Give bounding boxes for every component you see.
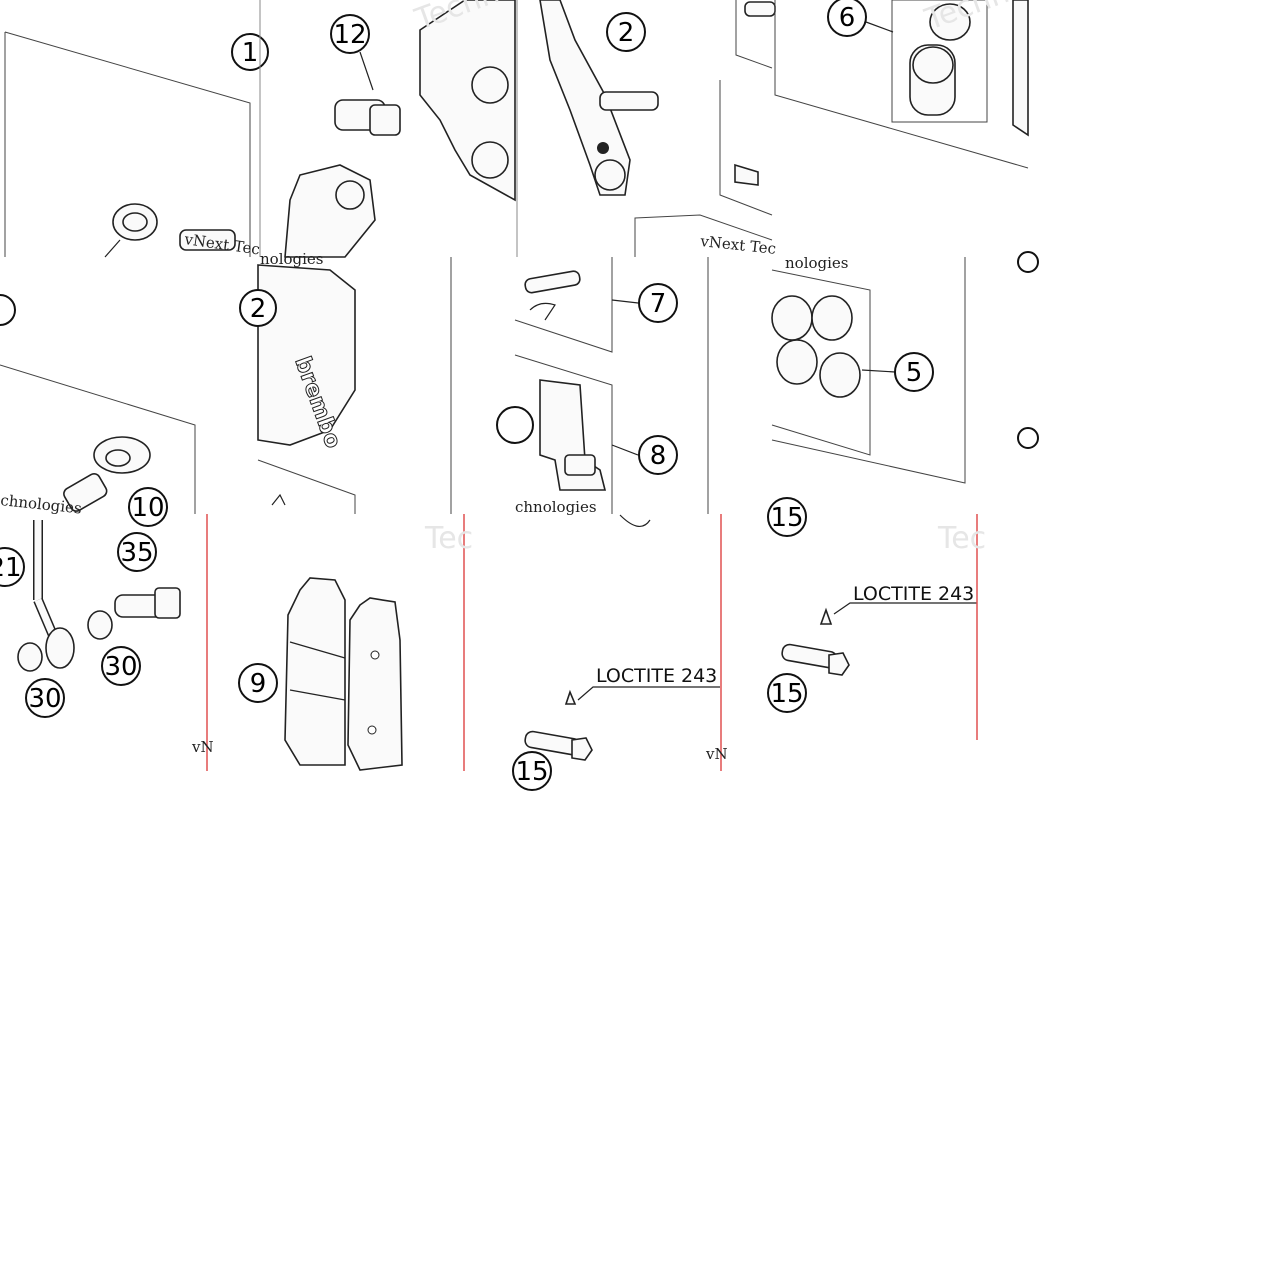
svg-text:9: 9 <box>250 669 267 699</box>
callout-35: 35 <box>117 532 157 572</box>
caliper-housing-part: brembo <box>257 264 356 452</box>
tile-r2c1: 10 chnologies <box>0 294 196 527</box>
tile-r3c2: 9 Tec <box>238 514 473 771</box>
watermark-text: Tec <box>424 521 473 556</box>
svg-text:8: 8 <box>650 441 667 471</box>
callout-2: 2 <box>606 12 646 52</box>
watermark-text: vNext Tec <box>182 230 261 259</box>
mounting-bolt-part <box>781 643 850 676</box>
piston-part <box>909 3 971 116</box>
watermark-text: chnologies <box>515 498 597 516</box>
callout-30-left: 30 <box>25 678 65 718</box>
callout-6: 6 <box>827 0 894 37</box>
tile-r1c3: 2 vNext Tec <box>539 0 777 258</box>
tile-r1c4: 6 Techno <box>774 0 1031 169</box>
svg-text:12: 12 <box>333 20 366 50</box>
caliper-arm-part <box>539 0 659 196</box>
svg-text:21: 21 <box>0 553 22 583</box>
callout-21: 21 <box>0 547 25 587</box>
washer-part <box>87 610 113 640</box>
svg-text:15: 15 <box>770 679 803 709</box>
loctite-label: LOCTITE 243 <box>853 583 974 605</box>
washer-part <box>17 642 43 672</box>
caliper-body-part <box>284 164 376 258</box>
tile-r3c1: 35 21 30 30 vN <box>0 514 214 771</box>
seal-part <box>104 203 158 258</box>
svg-text:2: 2 <box>250 294 267 324</box>
svg-text:6: 6 <box>839 3 856 33</box>
callout-9: 9 <box>238 663 278 703</box>
watermark-text: vNext Tec <box>699 232 777 258</box>
piston-seals-part <box>771 295 861 398</box>
tile-r3c4: 15 LOCTITE 243 15 Tec <box>767 497 986 740</box>
loctite-callout: LOCTITE 243 <box>564 665 720 705</box>
callout-12: 12 <box>330 14 374 91</box>
tile-r2c2: brembo 2 nologies <box>239 250 452 514</box>
loctite-callout: LOCTITE 243 <box>819 583 977 625</box>
svg-text:10: 10 <box>131 493 164 523</box>
watermark-text: vN <box>191 738 214 756</box>
callout-5: 5 <box>861 352 934 392</box>
banjo-bolt-part <box>114 587 181 619</box>
callout-8: 8 <box>611 435 678 475</box>
svg-text:30: 30 <box>28 684 61 714</box>
callout-2b: 2 <box>239 289 277 327</box>
svg-text:2: 2 <box>618 18 635 48</box>
watermark-text: vN <box>705 745 728 763</box>
brake-line-part <box>33 520 75 669</box>
banjo-bolt-part <box>63 436 151 512</box>
watermark-text: Tec <box>937 521 986 556</box>
mounting-bolt-part <box>524 730 593 761</box>
watermark-text: nologies <box>785 254 849 272</box>
callout-15c: 15 <box>767 673 807 713</box>
tile-r3c3: LOCTITE 243 15 vN <box>512 514 728 791</box>
brake-pads-part <box>284 577 403 771</box>
svg-text:5: 5 <box>906 358 923 388</box>
tile-r1c1: 1 vNext Tec <box>4 31 269 259</box>
callout-30-right: 30 <box>101 646 141 686</box>
callout-10: 10 <box>128 487 168 527</box>
svg-text:1: 1 <box>242 38 259 68</box>
callout-15a: 15 <box>512 751 552 791</box>
svg-text:15: 15 <box>515 757 548 787</box>
tile-r1c2: 12 Technologies <box>284 0 604 258</box>
callout-7: 7 <box>611 283 678 323</box>
callout-15b: 15 <box>767 497 807 537</box>
svg-text:7: 7 <box>650 289 667 319</box>
svg-text:35: 35 <box>120 538 153 568</box>
caliper-bracket-part <box>419 0 516 202</box>
svg-text:30: 30 <box>104 652 137 682</box>
pad-pin-part <box>524 270 581 321</box>
callout-1: 1 <box>231 33 269 71</box>
svg-text:15: 15 <box>770 503 803 533</box>
bleed-bolt-part <box>334 99 401 136</box>
watermark-text: nologies <box>260 250 324 268</box>
tile-r2c3: 7 8 chnologies <box>496 257 709 516</box>
pad-spring-part <box>539 379 607 491</box>
pin-part <box>179 229 236 251</box>
tile-r2c4: 5 nologies <box>771 251 1039 484</box>
loctite-label: LOCTITE 243 <box>596 665 717 687</box>
